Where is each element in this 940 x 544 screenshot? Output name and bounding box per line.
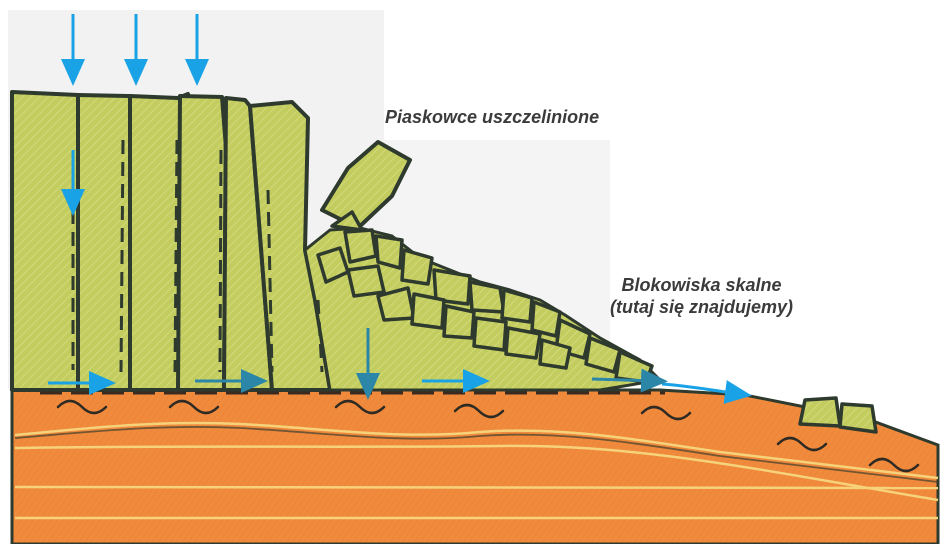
fractured-sandstone-label: Piaskowce uszczelinione [385, 107, 599, 128]
rock-blockfield-label: Blokowiska skalne (tutaj się znajdujemy) [610, 274, 793, 318]
you-are-here-note: (tutaj się znajdujemy) [610, 296, 793, 318]
clay-base-layer [12, 390, 938, 544]
sandstone-columns [12, 92, 330, 390]
rock-blockfield-title: Blokowiska skalne [610, 274, 793, 296]
